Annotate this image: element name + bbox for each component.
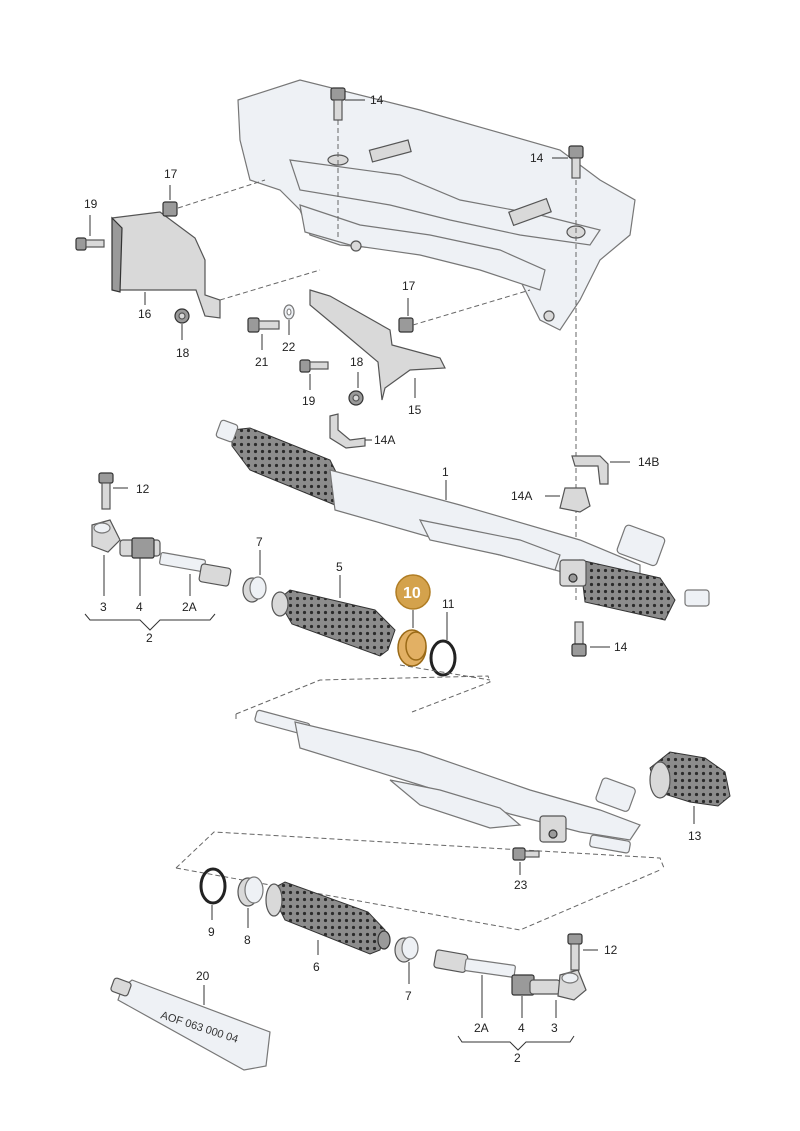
label-14a-upper: 14A	[374, 433, 395, 447]
tie-rod-2a: 2A	[159, 551, 232, 614]
tie-rod-4-bottom: 4	[511, 974, 561, 1035]
label-21: 21	[255, 355, 269, 369]
label-11: 11	[442, 597, 455, 611]
label-5: 5	[336, 560, 343, 574]
steering-rack-bare	[254, 709, 641, 854]
clip-11: 11	[429, 597, 457, 677]
bolt-14-right-top: 14	[530, 145, 584, 600]
bolt-21: 21	[247, 317, 280, 369]
label-12-top: 12	[136, 482, 150, 496]
label-2-bottom: 2	[514, 1051, 521, 1065]
bolt-19-left: 19	[75, 197, 105, 251]
label-1: 1	[442, 465, 449, 479]
clamp-7-top: 7	[242, 535, 267, 603]
steering-rack-1: 1	[215, 419, 710, 621]
label-14a-lower: 14A	[511, 489, 532, 503]
label-6: 6	[313, 960, 320, 974]
nut-18-mid: 18	[348, 355, 364, 406]
label-13: 13	[688, 829, 702, 843]
label-4-bottom: 4	[518, 1021, 525, 1035]
clamp-14b: 14B	[571, 455, 659, 485]
bracket-15: 15	[309, 289, 446, 417]
boot-6: 6	[265, 881, 391, 974]
label-23: 23	[514, 878, 528, 892]
bracket-2-top: 2	[84, 613, 216, 645]
nut-17-mid: 17	[398, 279, 531, 333]
label-15: 15	[408, 403, 422, 417]
grease-tube-20: AOF 063 000 04 20	[110, 969, 271, 1071]
tie-rod-4: 4	[119, 537, 161, 614]
label-4-top: 4	[136, 600, 143, 614]
washer-22: 22	[282, 304, 296, 354]
label-9: 9	[208, 925, 215, 939]
label-10: 10	[403, 585, 421, 602]
bolt-14-bottom: 14	[571, 621, 628, 657]
bolt-12-bottom: 12	[567, 933, 618, 971]
label-14b: 14B	[638, 455, 659, 469]
nut-17-left: 17	[162, 167, 266, 217]
label-3-bottom: 3	[551, 1021, 558, 1035]
label-18-left: 18	[176, 346, 190, 360]
label-14-top: 14	[370, 93, 384, 107]
subframe	[237, 79, 636, 331]
bracket-2-bottom: 2	[457, 1035, 575, 1065]
tie-rod-2a-bottom: 2A	[433, 949, 516, 1035]
tie-rod-end-3: 3	[91, 519, 121, 614]
label-19-mid: 19	[302, 394, 316, 408]
label-17-left: 17	[164, 167, 178, 181]
label-7-top: 7	[256, 535, 263, 549]
label-2a-bottom: 2A	[474, 1021, 489, 1035]
clamp-8: 8	[237, 876, 264, 947]
tie-rod-end-3-bottom: 3	[551, 969, 587, 1035]
label-2-top: 2	[146, 631, 153, 645]
bracket-16: 16	[111, 211, 221, 321]
bolt-19-mid: 19	[299, 359, 329, 408]
label-19-left: 19	[84, 197, 98, 211]
bolt-23: 23	[512, 847, 540, 892]
label-12-bottom: 12	[604, 943, 618, 957]
clamp-7-bottom: 7	[394, 936, 419, 1003]
label-17-mid: 17	[402, 279, 416, 293]
nut-18-left: 18	[174, 269, 321, 360]
highlighted-part-10[interactable]: 10	[395, 574, 431, 667]
label-7-bottom: 7	[405, 989, 412, 1003]
clamp-14a-lower: 14A	[511, 487, 591, 513]
clamp-14a-upper: 14A	[329, 413, 395, 449]
part-10-badge[interactable]	[395, 574, 431, 610]
label-20: 20	[196, 969, 210, 983]
label-2a-top: 2A	[182, 600, 197, 614]
label-22: 22	[282, 340, 296, 354]
boot-5: 5	[271, 560, 396, 657]
bolt-12-top: 12	[98, 472, 150, 510]
label-16: 16	[138, 307, 152, 321]
label-14-right-top: 14	[530, 151, 544, 165]
boot-13: 13	[649, 751, 731, 843]
label-8: 8	[244, 933, 251, 947]
bolt-14-top: 14	[330, 87, 384, 240]
label-18-mid: 18	[350, 355, 364, 369]
label-3-top: 3	[100, 600, 107, 614]
clip-9: 9	[199, 867, 227, 939]
label-14-bottom: 14	[614, 640, 628, 654]
